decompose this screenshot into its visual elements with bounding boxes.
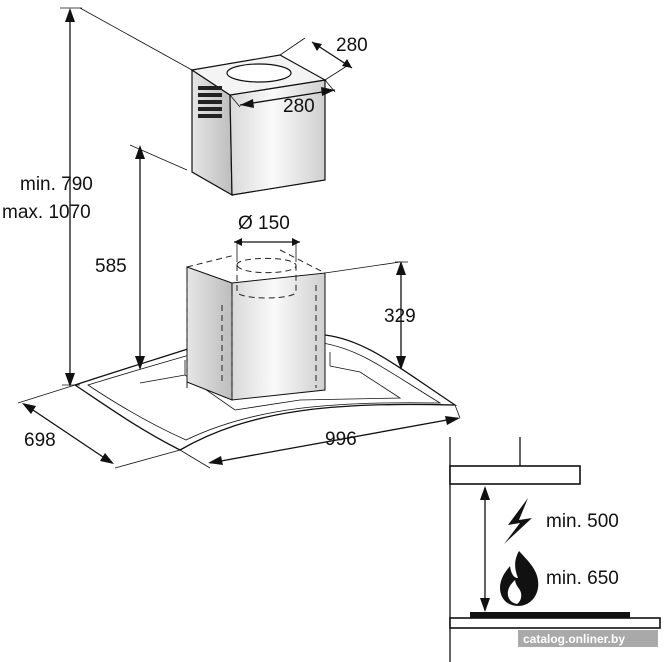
lower-chimney [186, 249, 326, 401]
hood-depth-label: 698 [24, 430, 56, 451]
hood-depth-dimension [17, 384, 181, 469]
lower-chimney-height-dimension [129, 144, 188, 370]
hood-width-label: 996 [325, 429, 357, 450]
gas-clearance-label: min. 650 [546, 568, 619, 589]
height-min-label: min. 790 [20, 174, 93, 195]
overall-height-dimension [60, 7, 193, 387]
hood-silhouette [449, 465, 581, 485]
hood-width-dimension [179, 404, 461, 469]
height-max-label: max. 1070 [2, 202, 91, 223]
lower-cover-label: 329 [384, 306, 416, 327]
hob-silhouette [449, 617, 661, 629]
electric-clearance-label: min. 500 [546, 511, 619, 532]
chimney-top-dimensions [229, 37, 353, 108]
outlet-diameter-pointer [234, 238, 300, 262]
watermark: catalog.onliner.by [518, 630, 658, 647]
chimney-depth-label: 280 [283, 96, 315, 117]
hood-canopy [73, 334, 458, 451]
watermark-text: catalog.onliner.by [523, 632, 625, 646]
lightning-bolt-icon [504, 498, 532, 544]
outlet-diameter-label: Ø 150 [238, 213, 290, 234]
lower-cover-height-dimension [324, 261, 408, 370]
vent-slots-icon [198, 86, 222, 118]
flame-icon [500, 551, 539, 606]
upper-chimney [190, 54, 327, 197]
lower-chimney-label: 585 [95, 256, 127, 277]
chimney-width-label: 280 [336, 35, 368, 56]
installation-clearance-inset: min. 500 min. 650 [449, 437, 661, 662]
